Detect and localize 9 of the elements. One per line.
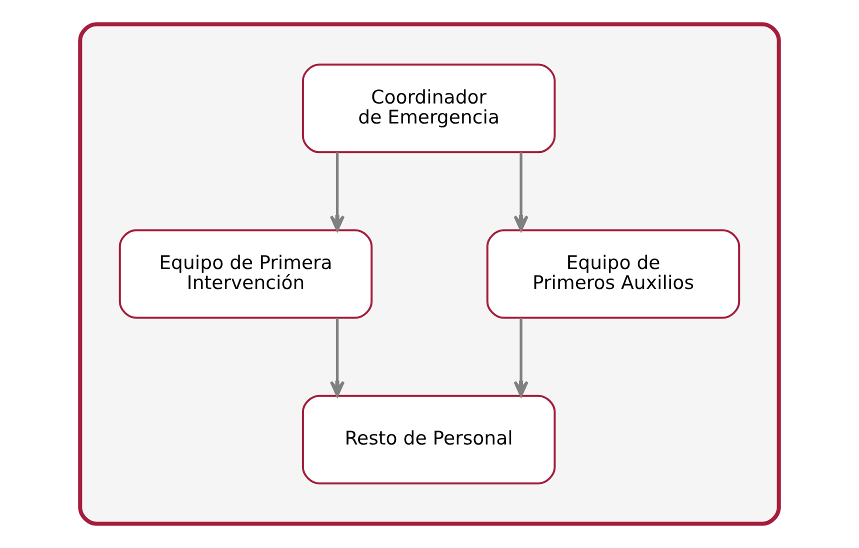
arrow [330,318,345,397]
arrow [514,318,528,397]
node-box: Equipo de Primera Intervención [118,229,373,319]
cluster [78,22,781,526]
arrow [330,152,345,232]
arrow [514,152,528,232]
node-box: Equipo de Primeros Auxilios [486,229,740,319]
node-box: Coordinador de Emergencia [302,64,556,154]
node-box: Resto de Personal [302,394,556,484]
